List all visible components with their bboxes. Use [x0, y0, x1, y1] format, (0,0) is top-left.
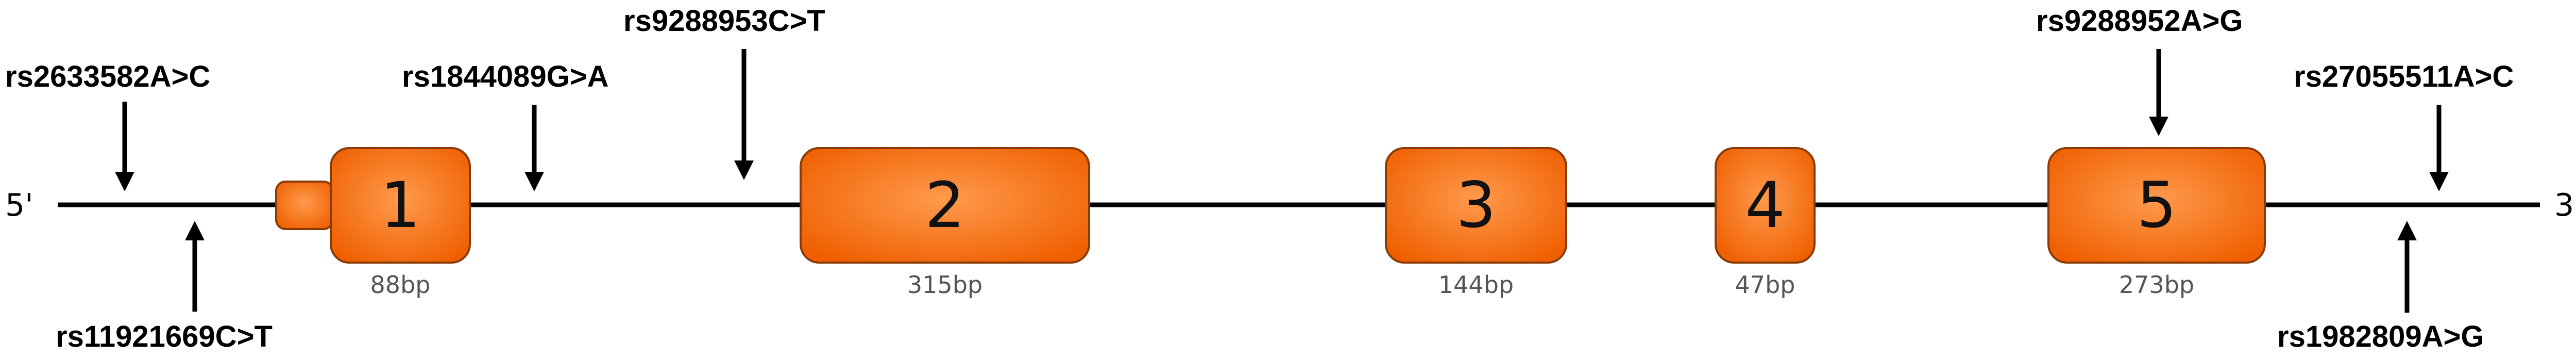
snp-marker: rs11921669C>T: [56, 221, 273, 353]
snp-label: rs2633582A>C: [5, 60, 210, 93]
five-prime-label: 5': [5, 187, 33, 223]
snp-marker: rs1982809A>G: [2277, 221, 2484, 353]
snp-marker: rs1844089G>A: [402, 60, 609, 191]
snp-marker: rs27055511A>C: [2294, 60, 2514, 191]
snp-marker: rs9288952A>G: [2036, 4, 2243, 136]
exon-size-label: 88bp: [370, 271, 431, 299]
snp-marker: rs9288953C>T: [623, 4, 825, 180]
snp-label: rs11921669C>T: [56, 320, 273, 353]
exon-number: 1: [380, 169, 420, 242]
exon-number: 2: [925, 169, 965, 242]
three-prime-label: 3': [2554, 187, 2576, 223]
snp-label: rs1844089G>A: [402, 60, 609, 93]
exon-number: 4: [1745, 169, 1785, 242]
exon-number: 5: [2137, 169, 2177, 242]
exon-size-label: 144bp: [1438, 271, 1514, 299]
exon-number: 3: [1456, 169, 1496, 242]
snp-label: rs9288952A>G: [2036, 4, 2243, 38]
exon-1: 1 88bp: [330, 147, 471, 299]
snp-label: rs9288953C>T: [623, 4, 825, 38]
utr-box: [275, 181, 334, 230]
exon-size-label: 273bp: [2119, 271, 2194, 299]
exon-2: 2 315bp: [800, 147, 1090, 299]
exon-size-label: 315bp: [907, 271, 982, 299]
exon-4: 4 47bp: [1715, 147, 1816, 299]
exon-3: 3 144bp: [1385, 147, 1567, 299]
snp-label: rs1982809A>G: [2277, 320, 2484, 353]
snp-marker: rs2633582A>C: [5, 60, 210, 191]
exon-size-label: 47bp: [1735, 271, 1795, 299]
snp-label: rs27055511A>C: [2294, 60, 2514, 93]
exon-5: 5 273bp: [2047, 147, 2266, 299]
